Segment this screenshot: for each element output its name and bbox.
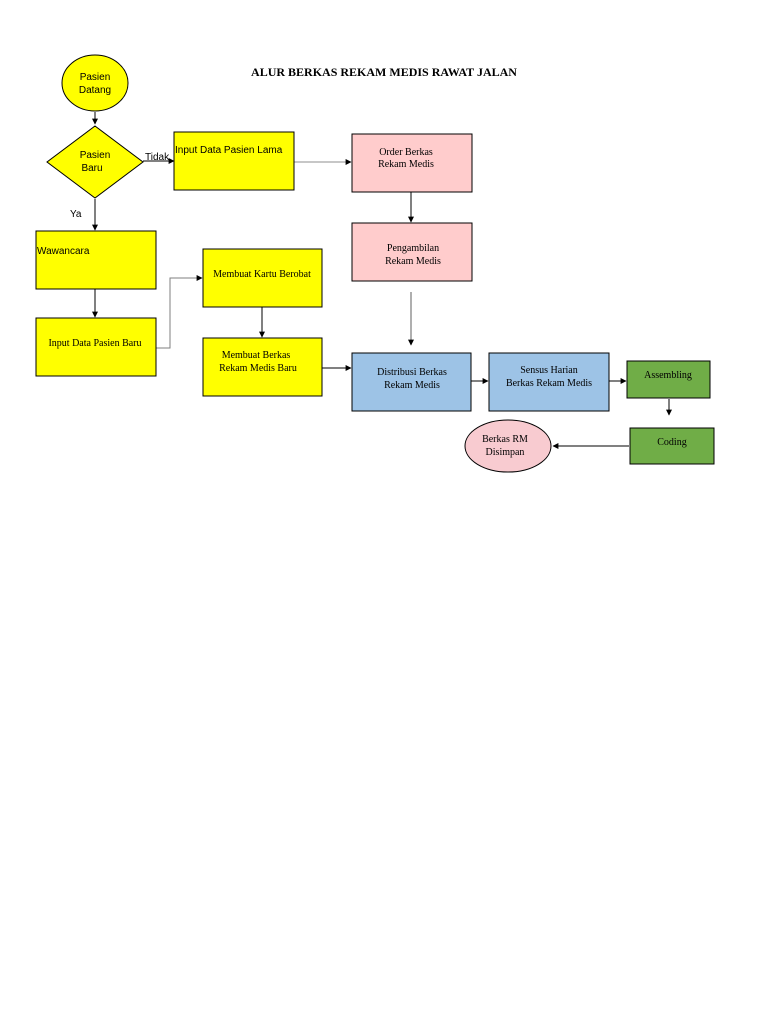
- edge-label-tidak: Tidak: [145, 152, 170, 163]
- node-shape: [626, 360, 711, 399]
- node-assembling: Assembling: [626, 360, 711, 399]
- node-shape: [35, 230, 157, 290]
- node-pasien-datang: Pasien Datang: [61, 54, 129, 112]
- node-label: Membuat Kartu Berobat: [213, 269, 311, 280]
- node-shape: [351, 222, 473, 282]
- node-shape: [488, 352, 610, 412]
- node-shape: [173, 131, 295, 191]
- node-label: Rekam Medis Baru: [219, 363, 297, 374]
- node-coding: Coding: [629, 427, 715, 465]
- node-membuat-kartu-berobat: Membuat Kartu Berobat: [202, 248, 323, 308]
- node-shape: [202, 337, 323, 397]
- node-membuat-berkas-rekam-medis-baru: Membuat Berkas Rekam Medis Baru: [202, 337, 323, 397]
- node-label: Membuat Berkas: [222, 350, 291, 361]
- node-label: Input Data Pasien Baru: [48, 338, 141, 349]
- node-label: Wawancara: [37, 246, 90, 257]
- node-label: Input Data Pasien Lama: [175, 145, 283, 156]
- node-label: Pasien: [80, 72, 111, 83]
- node-label: Datang: [79, 85, 111, 96]
- node-shape: [46, 125, 144, 199]
- node-label: Baru: [81, 163, 102, 174]
- node-label: Pasien: [80, 150, 111, 161]
- node-berkas-rm-disimpan: Berkas RM Disimpan: [464, 419, 552, 473]
- node-label: Sensus Harian: [520, 365, 578, 376]
- node-label: Pengambilan: [387, 243, 439, 254]
- node-label: Assembling: [644, 370, 692, 381]
- node-shape: [351, 352, 472, 412]
- node-order-berkas-rekam-medis: Order Berkas Rekam Medis: [351, 133, 473, 193]
- node-label: Berkas Rekam Medis: [506, 378, 592, 389]
- node-shape: [202, 248, 323, 308]
- node-shape: [464, 419, 552, 473]
- node-shape: [351, 133, 473, 193]
- node-label: Berkas RM: [482, 434, 528, 445]
- node-pasien-baru-decision: Pasien Baru: [46, 125, 144, 199]
- node-shape: [629, 427, 715, 465]
- connectors: [92, 112, 672, 449]
- node-label: Rekam Medis: [384, 380, 440, 391]
- page-title: ALUR BERKAS REKAM MEDIS RAWAT JALAN: [251, 65, 517, 79]
- node-pengambilan-rekam-medis: Pengambilan Rekam Medis: [351, 222, 473, 282]
- node-label: Disimpan: [486, 447, 525, 458]
- node-label: Rekam Medis: [385, 256, 441, 267]
- node-distribusi-berkas-rekam-medis: Distribusi Berkas Rekam Medis: [351, 352, 472, 412]
- arrow-input-baru-to-kartu: [156, 275, 203, 349]
- node-shape: [35, 317, 157, 377]
- edge-label-ya: Ya: [70, 209, 82, 220]
- node-wawancara: Wawancara: [35, 230, 157, 290]
- node-input-data-pasien-baru: Input Data Pasien Baru: [35, 317, 157, 377]
- node-shape: [61, 54, 129, 112]
- node-label: Coding: [657, 437, 686, 448]
- node-label: Distribusi Berkas: [377, 367, 447, 378]
- node-label: Rekam Medis: [378, 159, 434, 170]
- node-input-data-pasien-lama: Input Data Pasien Lama: [173, 131, 295, 191]
- node-sensus-harian-berkas-rekam-medis: Sensus Harian Berkas Rekam Medis: [488, 352, 610, 412]
- node-label: Order Berkas: [379, 147, 433, 158]
